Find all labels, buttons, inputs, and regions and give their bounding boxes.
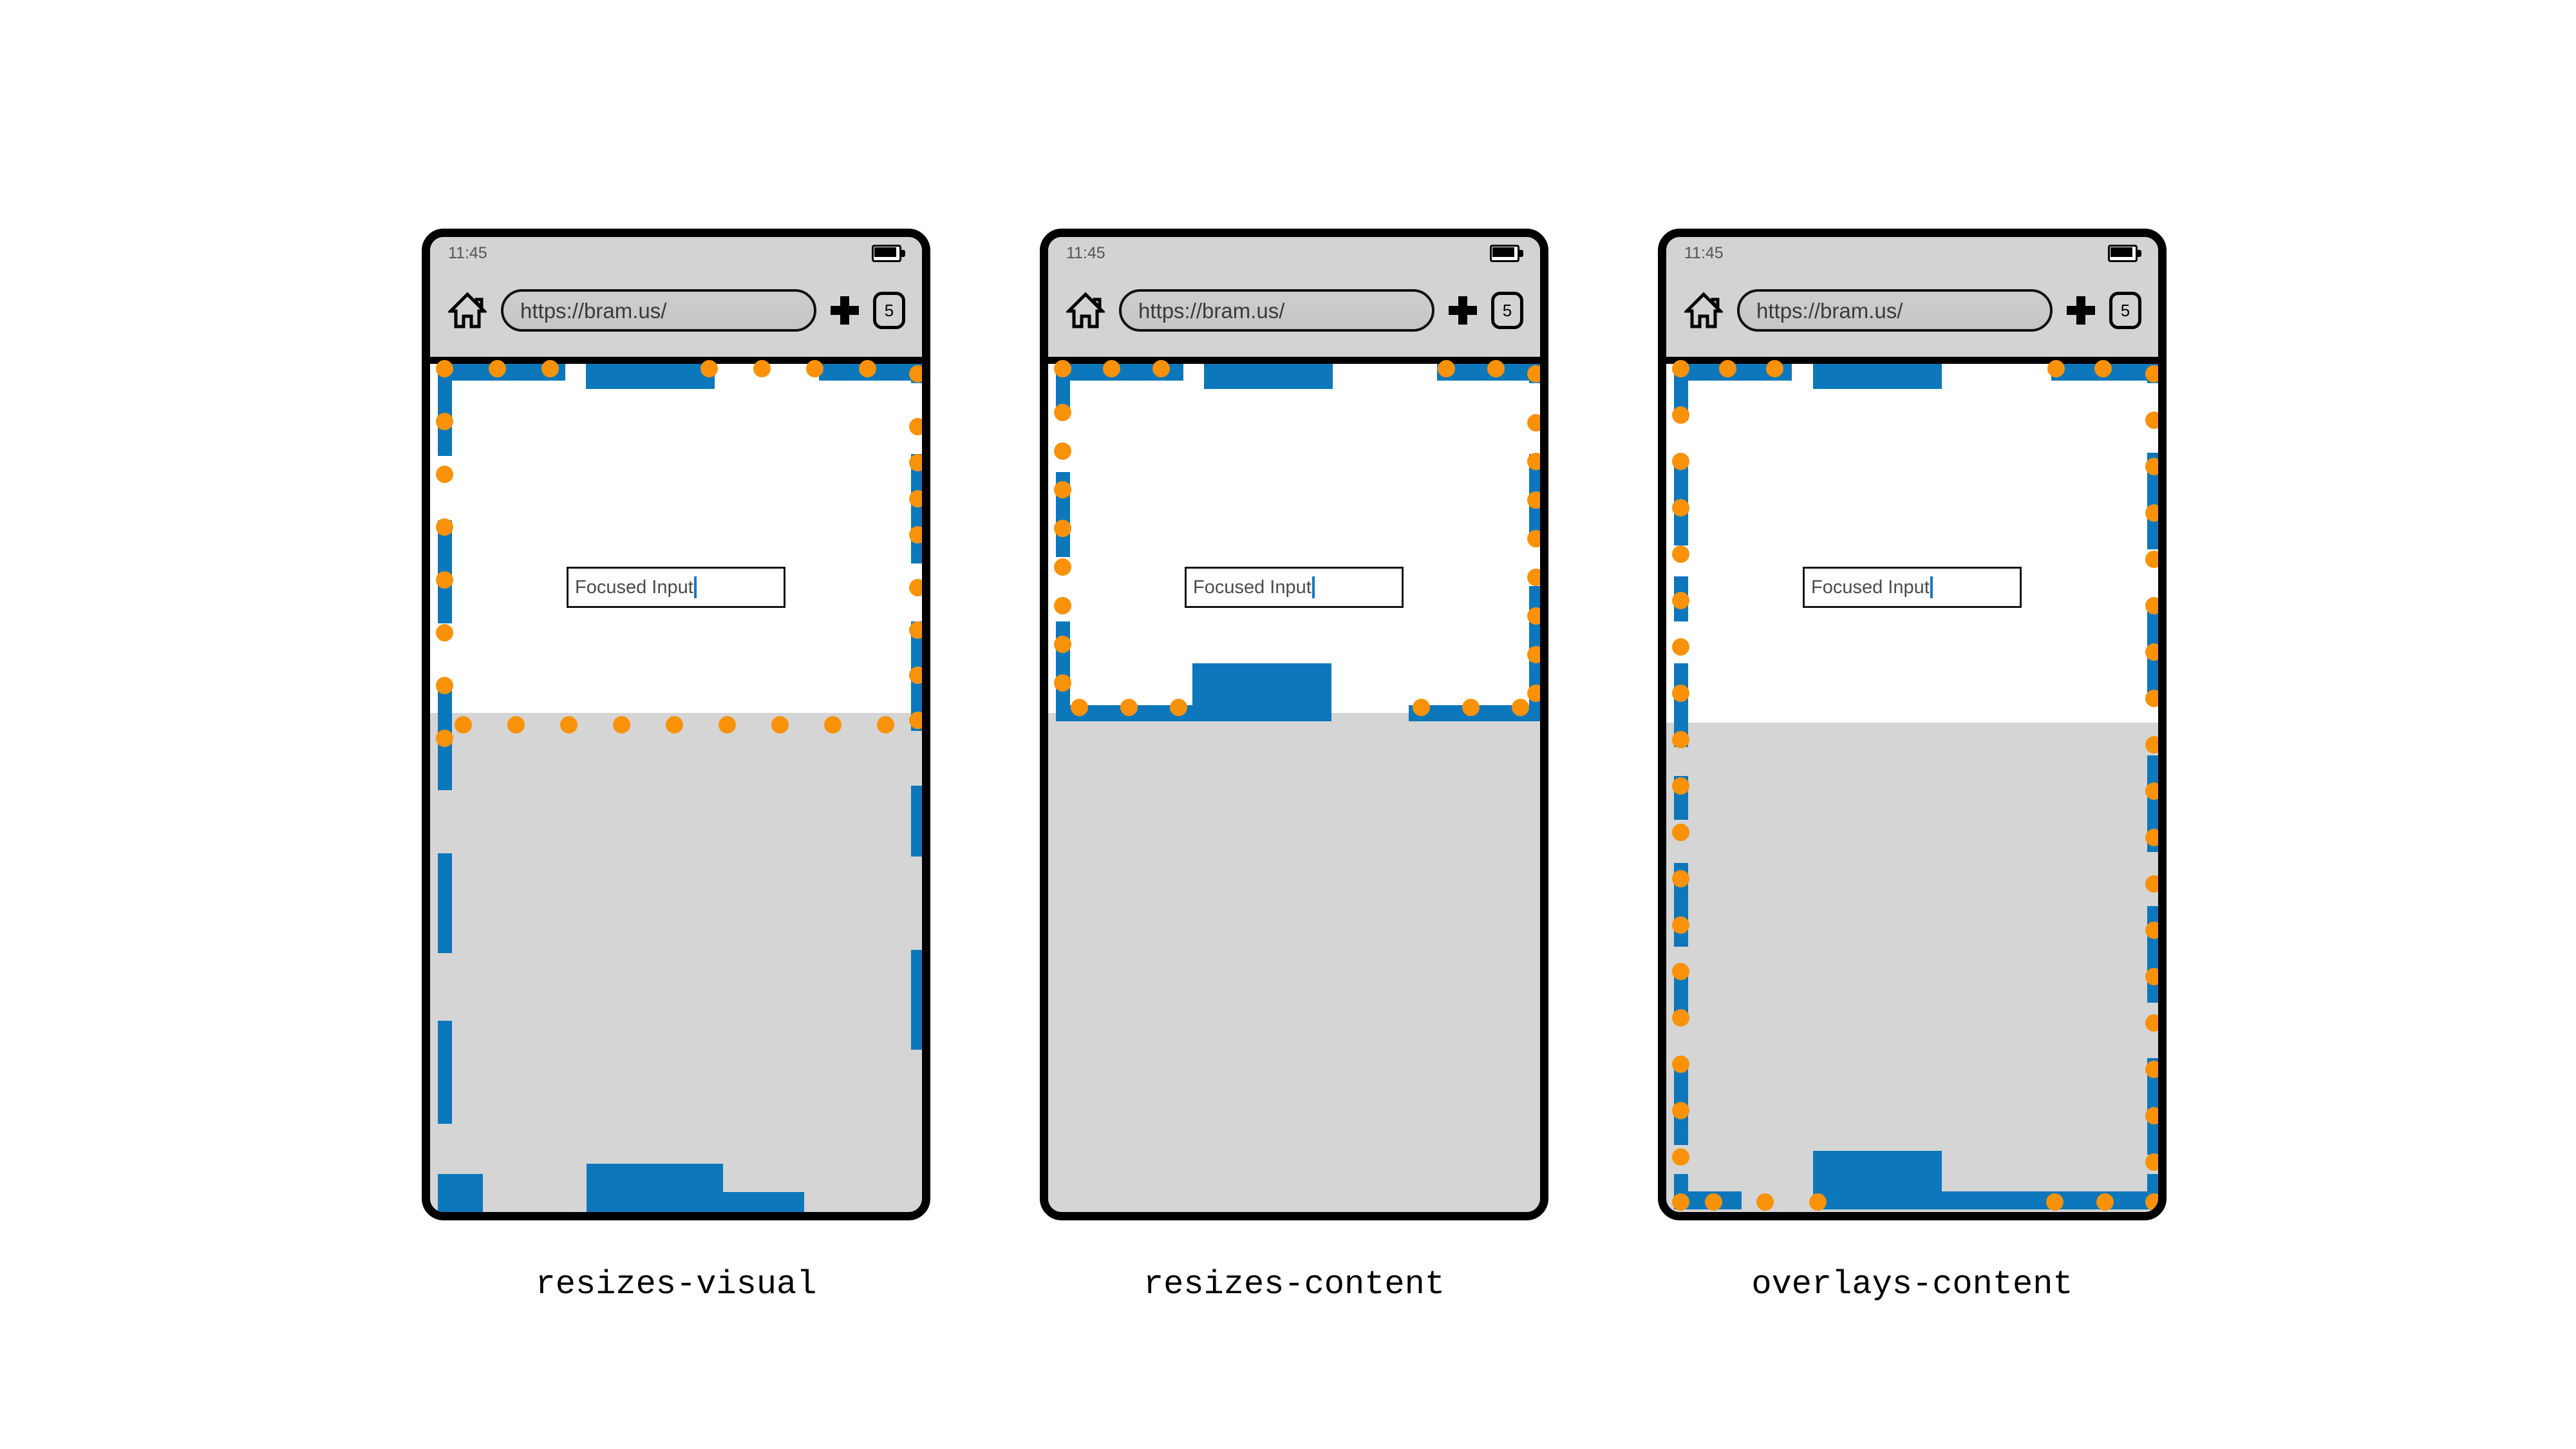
- battery-full-icon: [872, 244, 905, 262]
- url-input[interactable]: https://bram.us/: [1737, 289, 2053, 332]
- battery-full-icon: [2108, 244, 2141, 262]
- phone-overlays-content: 11:45 https://bram.us/ 5: [1658, 229, 2167, 1220]
- focused-input-row: Focused Input: [1040, 567, 1548, 608]
- on-screen-keyboard[interactable]: [1048, 713, 1540, 1212]
- caption-resizes-visual: resizes-visual: [535, 1265, 817, 1303]
- status-bar: 11:45: [430, 237, 922, 264]
- phone-resizes-content: 11:45 https://bram.us/ 5: [1040, 229, 1548, 1220]
- focused-input-value: Focused Input: [1193, 576, 1312, 598]
- on-screen-keyboard[interactable]: [430, 713, 922, 1212]
- tab-count-button[interactable]: 5: [1491, 292, 1523, 329]
- url-toolbar: https://bram.us/ 5: [430, 264, 922, 354]
- url-input[interactable]: https://bram.us/: [1119, 289, 1434, 332]
- focused-input[interactable]: Focused Input: [1803, 567, 2022, 608]
- home-icon[interactable]: [1682, 292, 1725, 329]
- focused-input[interactable]: Focused Input: [1185, 567, 1404, 608]
- tab-count-button[interactable]: 5: [873, 292, 905, 329]
- focused-input-row: Focused Input: [1658, 567, 2167, 608]
- web-viewport: [430, 364, 922, 721]
- battery-full-icon: [1490, 244, 1523, 262]
- text-caret: [1312, 576, 1315, 598]
- caption-overlays-content: overlays-content: [1751, 1265, 2073, 1303]
- plus-icon[interactable]: [1449, 296, 1477, 325]
- focused-input-row: Focused Input: [422, 567, 930, 608]
- caption-resizes-content: resizes-content: [1143, 1265, 1445, 1303]
- browser-chrome: 11:45 https://bram.us/ 5: [1048, 237, 1540, 364]
- browser-chrome: 11:45 https://bram.us/ 5: [430, 237, 922, 364]
- status-clock: 11:45: [1066, 243, 1105, 262]
- focused-input-value: Focused Input: [1811, 576, 1930, 598]
- text-caret: [1930, 576, 1933, 598]
- home-icon[interactable]: [446, 292, 489, 329]
- status-clock: 11:45: [448, 243, 487, 262]
- status-clock: 11:45: [1684, 243, 1724, 262]
- url-toolbar: https://bram.us/ 5: [1666, 264, 2158, 354]
- web-viewport: [1048, 364, 1540, 721]
- url-input[interactable]: https://bram.us/: [501, 289, 816, 332]
- status-bar: 11:45: [1048, 237, 1540, 264]
- on-screen-keyboard[interactable]: [1666, 723, 2158, 1212]
- home-icon[interactable]: [1064, 292, 1107, 329]
- phone-screen-body: [1048, 360, 1540, 1212]
- url-text: https://bram.us/: [520, 298, 667, 323]
- tab-count-button[interactable]: 5: [2109, 292, 2141, 329]
- url-toolbar: https://bram.us/ 5: [1048, 264, 1540, 354]
- phone-screen-body: [1666, 360, 2158, 1212]
- plus-icon[interactable]: [831, 296, 859, 325]
- url-text: https://bram.us/: [1138, 298, 1285, 323]
- status-bar: 11:45: [1666, 237, 2158, 264]
- focused-input-value: Focused Input: [575, 576, 693, 598]
- text-caret: [693, 576, 697, 598]
- phone-resizes-visual: 11:45 https://bram.us/ 5: [422, 229, 930, 1220]
- phone-screen-body: [430, 360, 922, 1212]
- plus-icon[interactable]: [2067, 296, 2095, 325]
- url-text: https://bram.us/: [1756, 298, 1903, 323]
- focused-input[interactable]: Focused Input: [567, 567, 785, 608]
- browser-chrome: 11:45 https://bram.us/ 5: [1666, 237, 2158, 364]
- web-viewport: [1666, 364, 2158, 731]
